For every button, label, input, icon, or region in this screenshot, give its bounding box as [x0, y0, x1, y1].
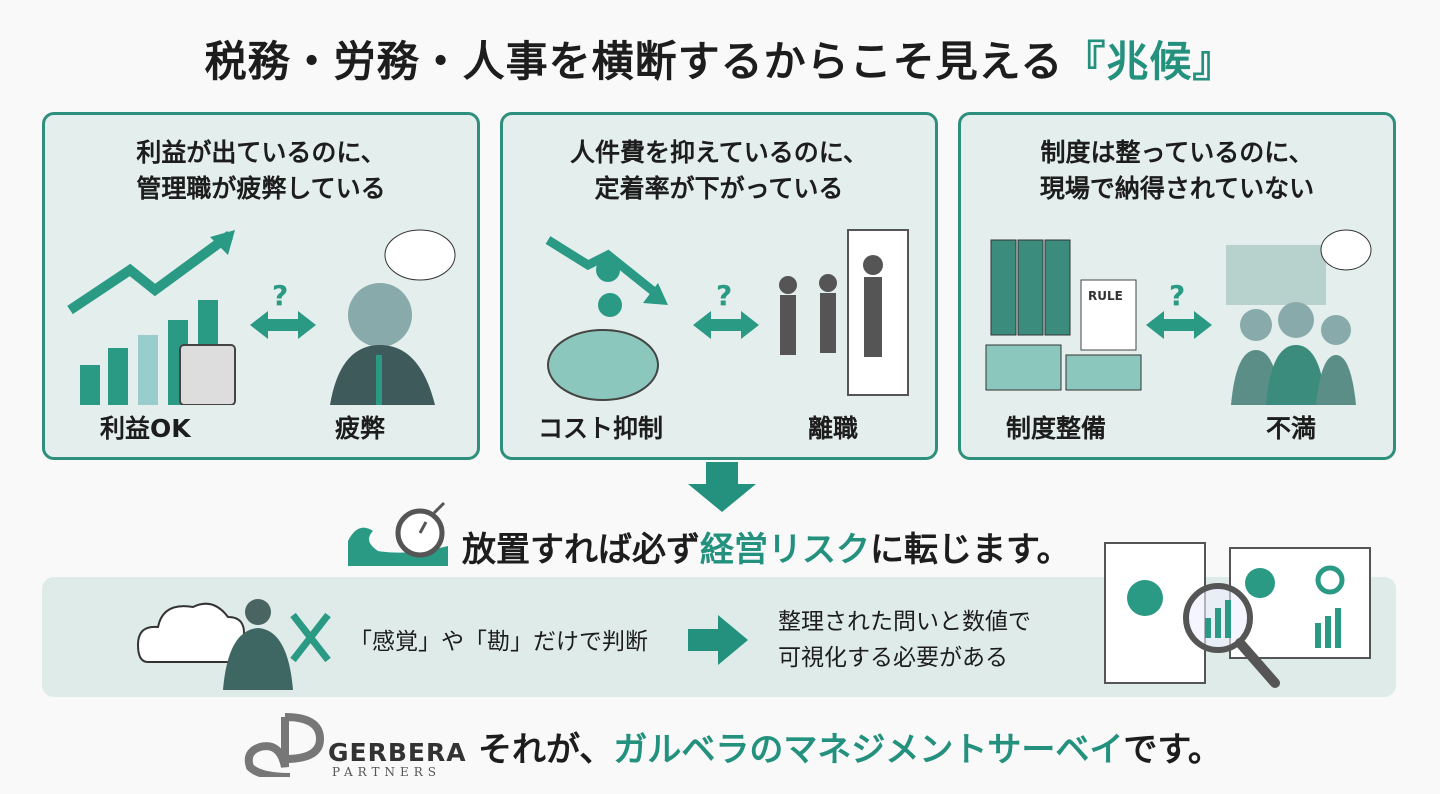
panel-heading: 利益が出ているのに、管理職が疲弊している	[136, 138, 386, 203]
label-turnover: 離職	[808, 414, 859, 443]
label-fatigue: 疲弊	[335, 414, 386, 443]
svg-text:?: ?	[716, 279, 732, 312]
label-system-setup: 制度整備	[1006, 414, 1107, 443]
growth-chart-vs-tired-manager-illustration: ?	[67, 229, 456, 405]
binders-vs-dissatisfied-workers-illustration: RULE ?	[985, 229, 1372, 405]
logo-subtitle: PARTNERS	[332, 765, 441, 779]
cloud-person-cross-illustration	[136, 599, 331, 690]
intuition-judgment-text: 「感覚」や「勘」だけで判断	[349, 629, 648, 655]
panel-heading: 人件費を抑えているのに、定着率が下がっている	[569, 138, 868, 203]
panel-profit-fatigue: 利益が出ているのに、管理職が疲弊している ? 利益OK 疲弊	[42, 112, 480, 460]
right-arrow-icon	[688, 615, 748, 665]
gerbera-logo-mark	[244, 713, 325, 777]
label-cost-control: コスト抑制	[538, 414, 664, 443]
panel-system-dissatisfaction: 制度は整っているのに、現場で納得されていない RULE ? 制度整備 不満	[958, 112, 1396, 460]
wave-stopwatch-bomb-icon	[348, 501, 448, 566]
svg-text:RULE: RULE	[1088, 289, 1123, 303]
label-dissatisfaction: 不満	[1266, 414, 1317, 443]
piggy-bank-vs-leaving-employees-illustration: ?	[545, 229, 909, 401]
panel-cost-turnover: 人件費を抑えているのに、定着率が下がっている ? コスト抑制 離職	[500, 112, 938, 460]
logo-name: GERBERA	[328, 738, 467, 767]
risk-warning: 放置すれば必ず経営リスクに転じます。	[462, 530, 1071, 570]
svg-text:?: ?	[1169, 279, 1185, 312]
visualization-need-text: 整理された問いと数値で可視化する必要がある	[778, 609, 1031, 671]
svg-text:?: ?	[272, 279, 288, 312]
dashboard-magnifier-illustration	[1104, 542, 1371, 688]
panel-heading: 制度は整っているのに、現場で納得されていない	[1039, 138, 1315, 203]
down-arrow-icon	[688, 462, 756, 512]
label-profit-ok: 利益OK	[100, 414, 191, 443]
closing-statement: それが、ガルベラのマネジメントサーベイです。	[478, 730, 1222, 770]
page-title: 税務・労務・人事を横断するからこそ見える『兆候』	[204, 37, 1236, 86]
